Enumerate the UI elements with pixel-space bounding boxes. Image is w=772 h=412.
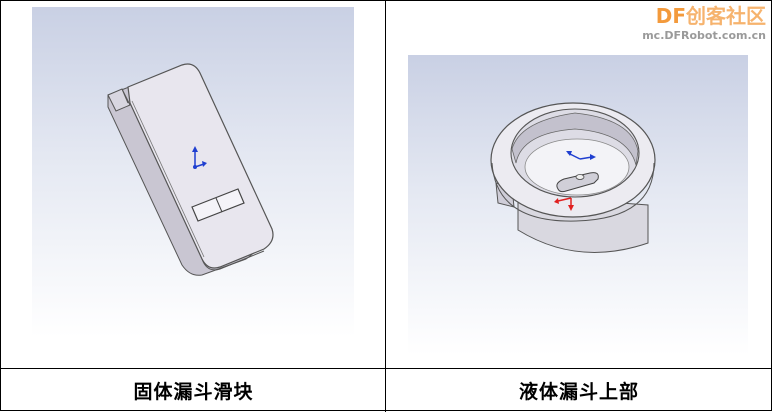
watermark: DF创客社区 mc.DFRobot.com.cn bbox=[642, 6, 766, 41]
watermark-url: mc.DFRobot.com.cn bbox=[642, 29, 766, 42]
image-cell-liquid-funnel-top: DF创客社区 mc.DFRobot.com.cn bbox=[386, 2, 772, 368]
watermark-logo: DF创客社区 bbox=[655, 4, 766, 28]
row-divider bbox=[1, 368, 772, 369]
caption-solid-funnel-slider: 固体漏斗滑块 bbox=[133, 380, 254, 403]
liquid-funnel-top-model bbox=[490, 102, 656, 253]
column-divider bbox=[385, 1, 386, 412]
caption-liquid-funnel-top: 液体漏斗上部 bbox=[518, 380, 639, 403]
cad-viewport-left bbox=[32, 7, 354, 337]
image-cell-solid-funnel-slider bbox=[2, 2, 385, 368]
cad-viewport-right bbox=[408, 55, 748, 355]
solid-funnel-slider-model bbox=[107, 63, 274, 276]
